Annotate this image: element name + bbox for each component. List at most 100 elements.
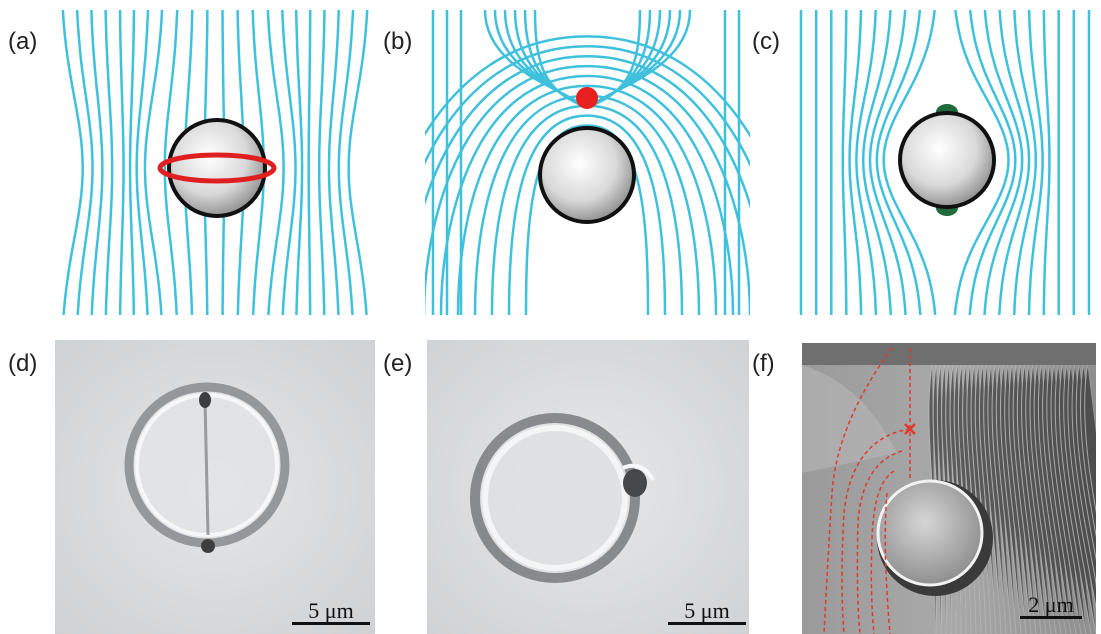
defect-marker-x <box>904 423 916 435</box>
field-line <box>294 10 304 315</box>
field-line <box>118 10 125 315</box>
surface-streak <box>1021 364 1047 634</box>
field-line <box>128 10 136 315</box>
surface-streak <box>1033 364 1062 634</box>
scale-label-d: 5 μm <box>308 598 354 623</box>
panel-d-micrograph <box>55 340 375 634</box>
field-line <box>875 10 922 315</box>
surface-streak <box>1029 364 1057 634</box>
panel-b-schematic <box>425 10 750 315</box>
surface-streak <box>1046 364 1077 634</box>
dashed-director-line <box>884 492 891 634</box>
surface-streak <box>1016 364 1042 634</box>
field-line <box>281 10 297 315</box>
droplet <box>470 413 640 583</box>
surface-streak <box>970 364 987 634</box>
field-line <box>592 10 642 107</box>
surface-streak <box>1004 364 1027 634</box>
panel-a-schematic <box>61 10 369 315</box>
panel-f-label: (f) <box>752 350 775 377</box>
surface-streak <box>1063 364 1096 634</box>
surface-streak <box>1050 364 1082 634</box>
defect-line <box>203 399 210 536</box>
surface-streak <box>1037 364 1067 634</box>
field-line <box>317 10 326 315</box>
field-line <box>425 54 750 210</box>
field-line <box>868 10 907 315</box>
field-line <box>524 124 650 315</box>
field-line <box>307 10 312 315</box>
field-line <box>425 35 750 138</box>
panel-c-schematic <box>799 10 1091 315</box>
field-line <box>135 10 150 315</box>
field-line <box>861 10 892 315</box>
panel-a-label: (a) <box>8 28 38 55</box>
scale-bar-e: 5 μm <box>668 598 746 625</box>
surface-streak <box>1000 364 1022 634</box>
field-line <box>953 10 1010 315</box>
particle <box>876 479 984 587</box>
field-line <box>266 10 285 315</box>
field-line <box>327 10 340 315</box>
field-line <box>90 10 104 315</box>
field-line <box>848 10 863 315</box>
panel-c-label: (c) <box>752 28 780 55</box>
panel-f-sem-image <box>802 343 1096 634</box>
field-line <box>61 10 84 315</box>
surface-streak <box>1075 364 1096 561</box>
surface-streak <box>1071 364 1096 585</box>
defect-spot-top <box>199 392 211 408</box>
dashed-director-line <box>870 470 895 634</box>
field-line <box>456 84 718 315</box>
defect-spot-bottom <box>201 539 215 553</box>
colloid-sphere <box>898 111 996 209</box>
field-line <box>439 74 735 315</box>
surface-streak <box>1025 364 1052 634</box>
surface-streak <box>1084 364 1096 514</box>
field-line <box>104 10 114 315</box>
field-line <box>841 10 848 315</box>
surface-streak <box>1058 364 1092 634</box>
surface-streak <box>987 364 1007 634</box>
panel-e-micrograph <box>427 340 749 634</box>
field-line <box>533 10 582 107</box>
field-line <box>507 114 667 315</box>
surface-streak <box>1054 364 1087 634</box>
scale-bar-d: 5 μm <box>292 598 370 625</box>
panel-e-label: (e) <box>383 350 413 377</box>
scale-label-e: 5 μm <box>684 598 730 623</box>
surface-streak <box>1079 364 1096 538</box>
colloid-sphere <box>167 118 267 218</box>
field-line <box>998 10 1031 315</box>
surface-streak <box>983 364 1002 634</box>
surface-streak <box>995 364 1017 634</box>
saturn-ring-defect <box>157 152 277 184</box>
field-line <box>75 10 94 315</box>
field-line <box>968 10 1017 315</box>
field-line <box>347 10 369 315</box>
colloid-sphere <box>538 126 636 224</box>
hyperbolic-hedgehog-defect <box>576 87 598 109</box>
field-line <box>143 10 164 315</box>
surface-streak <box>1042 364 1072 634</box>
scale-bar-f: 2 μm <box>1020 592 1082 619</box>
field-line <box>1027 10 1044 315</box>
field-line <box>1042 10 1051 315</box>
scale-label-f: 2 μm <box>1028 592 1074 617</box>
surface-streak <box>1067 364 1096 610</box>
field-line <box>425 64 750 315</box>
field-line <box>425 45 750 168</box>
surface-streak <box>1012 364 1037 634</box>
field-line <box>882 10 937 315</box>
defect-spot <box>623 469 647 497</box>
surface-streak <box>974 364 992 634</box>
field-line <box>983 10 1024 315</box>
dashed-director-line <box>823 347 893 634</box>
field-line <box>1012 10 1038 315</box>
panel-b-label: (b) <box>383 28 413 55</box>
panel-d-label: (d) <box>8 350 38 377</box>
surface-streak <box>991 364 1012 634</box>
field-line <box>337 10 355 315</box>
dashed-director-line <box>841 428 911 634</box>
field-line <box>855 10 878 315</box>
